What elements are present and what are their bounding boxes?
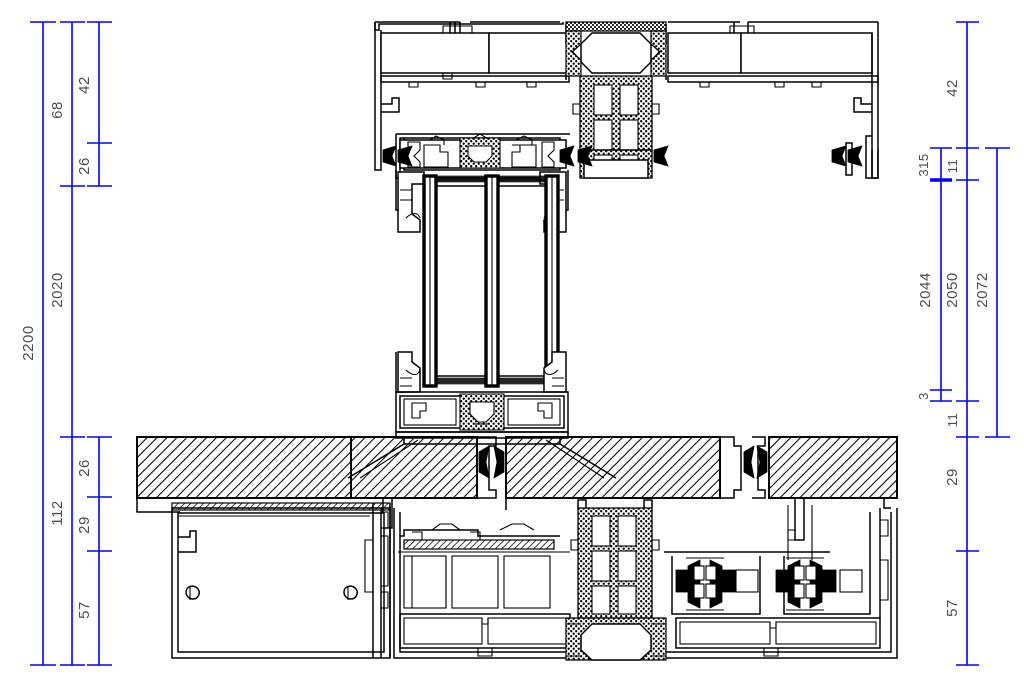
dim-label-29-right: 29	[944, 468, 961, 486]
dim-label-57-left: 57	[76, 601, 93, 619]
dim-label-2200: 2200	[20, 325, 37, 360]
dim-label-29-left: 29	[76, 516, 93, 534]
right-dimension-set: 315 2044 3 42 11 2050 11 29 57 2072	[916, 21, 1010, 666]
roller-carriage-right	[775, 556, 871, 615]
dim-right-middle: 42 11 2050 11 29 57	[944, 21, 979, 666]
left-dimension-set: 2200 68 2020 112 42 26 26 29	[20, 21, 112, 666]
dim-label-26-lower: 26	[76, 459, 93, 477]
dim-label-2044: 2044	[917, 272, 934, 307]
dim-label-2020: 2020	[49, 272, 66, 307]
dim-label-2072: 2072	[974, 272, 991, 307]
head-frame-profile	[374, 21, 879, 179]
dim-left-2200: 2200	[20, 21, 56, 666]
sill-frame-profile	[171, 498, 898, 661]
dim-right-inner: 315 2044 3	[916, 147, 952, 402]
infill-panels	[136, 436, 898, 560]
dim-left-detail: 42 26 26 29 57	[76, 21, 112, 666]
roller-carriage-left	[664, 551, 830, 615]
glazing-unit	[422, 174, 560, 388]
dim-label-315: 315	[916, 153, 931, 176]
dim-label-11-lower: 11	[945, 413, 960, 428]
profile-geometry	[136, 21, 898, 661]
dim-left-intermediate: 68 2020 112	[49, 21, 85, 666]
dim-label-11-upper: 11	[945, 159, 960, 174]
dim-label-42-right: 42	[944, 79, 961, 97]
dim-label-112: 112	[49, 500, 66, 525]
dim-label-2050: 2050	[944, 272, 961, 307]
dim-label-26-upper: 26	[76, 157, 93, 175]
dim-label-68: 68	[49, 101, 66, 119]
upper-sash-rail	[382, 133, 863, 233]
dim-label-57-right: 57	[944, 599, 961, 617]
dim-label-42-left: 42	[76, 76, 93, 94]
dim-right-outer: 2072	[974, 147, 1010, 438]
dim-label-3: 3	[916, 392, 931, 400]
